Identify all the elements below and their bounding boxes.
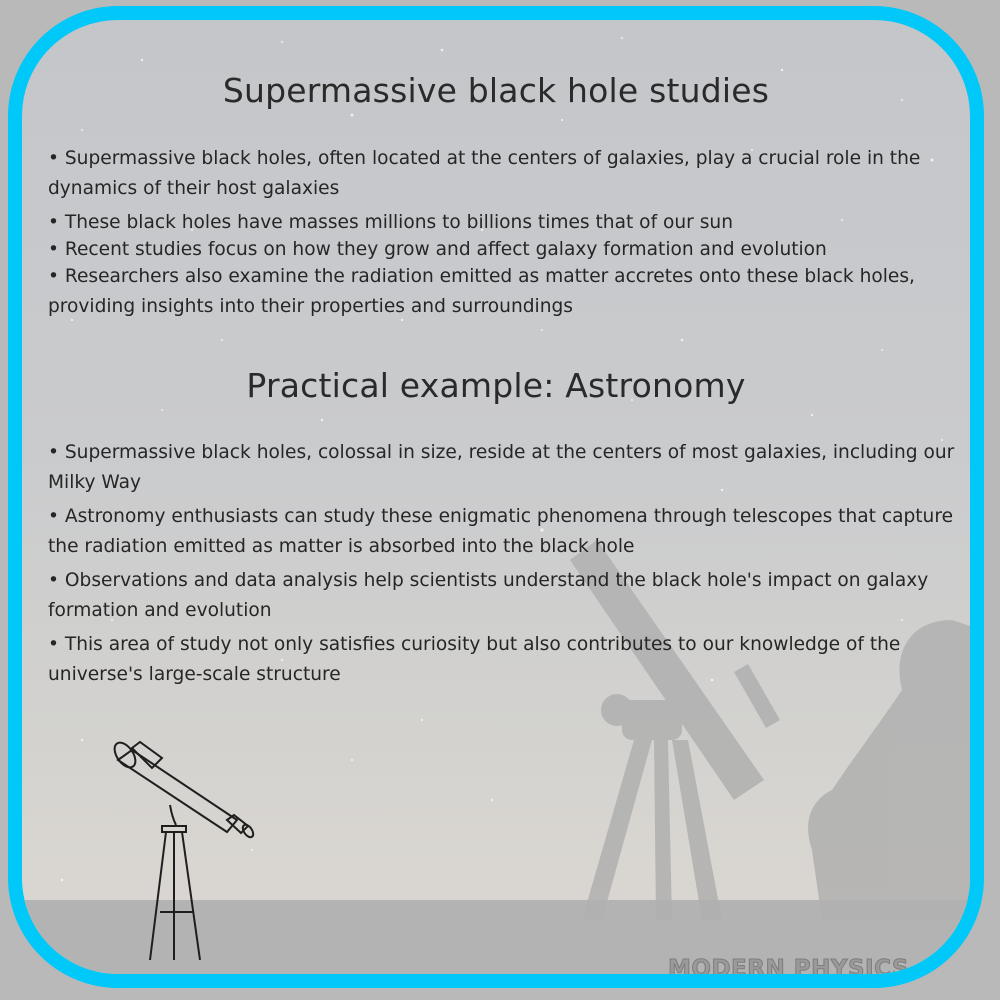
list-item: • Researchers also examine the radiation… <box>48 266 915 317</box>
astronomer-silhouette <box>570 540 970 920</box>
list-item: • Observations and data analysis help sc… <box>48 570 929 621</box>
list-item: • Supermassive black holes, colossal in … <box>48 442 955 493</box>
list-item: • Recent studies focus on how they grow … <box>48 239 827 260</box>
starfield-background <box>60 37 943 882</box>
section-title-studies: Supermassive black hole studies <box>222 71 770 110</box>
list-item: • Astronomy enthusiasts can study these … <box>48 506 954 557</box>
bullet-list-example: • Supermassive black holes, colossal in … <box>48 438 968 694</box>
list-item: • Supermassive black holes, often locate… <box>48 148 921 199</box>
telescope-icon <box>113 740 255 961</box>
info-card: Supermassive black hole studies • Superm… <box>8 6 984 988</box>
bullet-list-studies: • Supermassive black holes, often locate… <box>48 144 968 326</box>
brand-logo: MODERN PHYSICS <box>668 956 909 982</box>
list-item: • This area of study not only satisfies … <box>48 634 901 685</box>
list-item: • These black holes have masses millions… <box>48 212 733 233</box>
section-title-example: Practical example: Astronomy <box>246 366 746 405</box>
